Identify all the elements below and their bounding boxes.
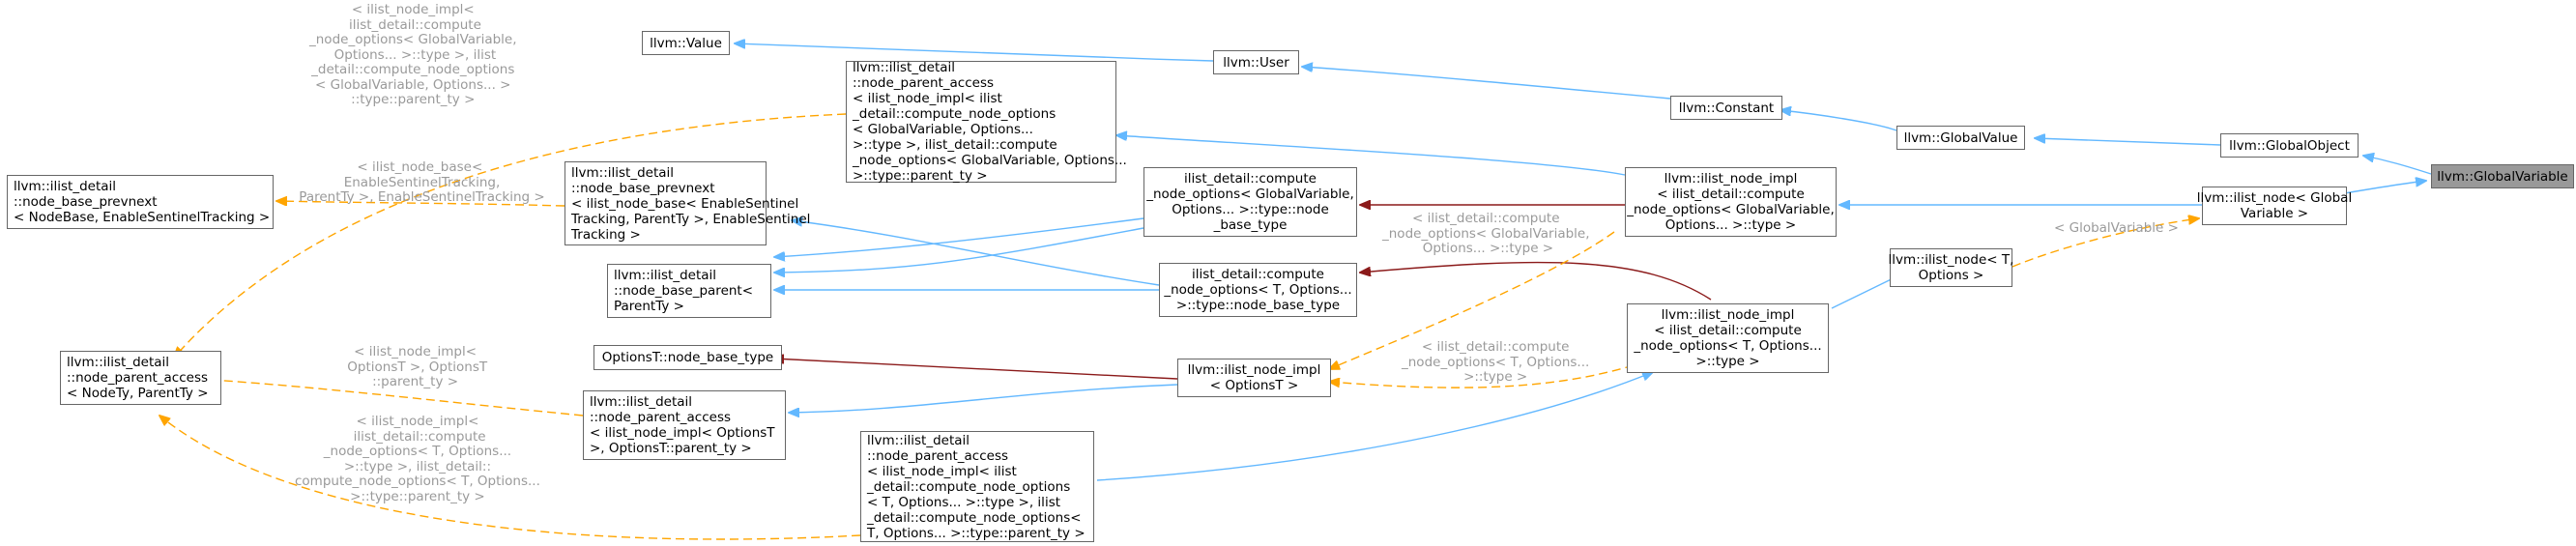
edge-label-prevnext: < ilist_node_base< EnableSentinelTrackin… <box>299 159 545 205</box>
edge-bpngen-bpn <box>276 201 565 207</box>
edge-npaOptT-nodeimplOptT <box>789 384 1178 413</box>
node-node-parent-access-generic[interactable]: llvm::ilist_detail ::node_parent_access … <box>60 351 221 405</box>
edge-npagen-npaOptT <box>196 379 584 417</box>
node-ilist-node-impl-T[interactable]: llvm::ilist_node_impl < ilist_detail::co… <box>1627 303 1829 373</box>
edge-label-parent-access-T: < ilist_node_impl< ilist_detail::compute… <box>295 414 540 504</box>
edge-optTnbt-nodeimplOptT <box>773 359 1178 380</box>
node-llvm-user[interactable]: llvm::User <box>1213 50 1299 74</box>
edge-label-parent-access-optionsT: < ilist_node_impl< OptionsT >, OptionsT … <box>347 344 488 389</box>
node-node-parent-access-globalvariable[interactable]: llvm::ilist_detail ::node_parent_access … <box>846 60 1127 184</box>
edge-globalobject-globalvariable <box>2363 156 2432 175</box>
edge-label-impl-T: < ilist_detail::compute _node_options< T… <box>1402 339 1590 385</box>
node-llvm-constant[interactable]: llvm::Constant <box>1670 96 1782 120</box>
edge-label-globalvariable-template: < GlobalVariable > <box>2054 220 2179 236</box>
edge-constant-globalvalue <box>1780 110 1897 131</box>
node-node-parent-access-optionsT[interactable]: llvm::ilist_detail ::node_parent_access … <box>583 390 786 460</box>
node-node-base-parent[interactable]: llvm::ilist_detail ::node_base_parent< P… <box>607 264 771 318</box>
node-ilist-node-T-options[interactable]: llvm::ilist_node< T, Options > <box>1889 248 2013 287</box>
node-optionsT-node-base-type[interactable]: OptionsT::node_base_type <box>593 345 782 370</box>
node-node-parent-access-T[interactable]: llvm::ilist_detail ::node_parent_access … <box>860 431 1094 542</box>
node-compute-options-T-base-type[interactable]: ilist_detail::compute _node_options< T, … <box>1159 263 1357 317</box>
edge-npagv-nodeimplgv <box>1116 135 1626 176</box>
edge-npagen-npagv <box>174 113 847 358</box>
edge-bpparent-cnogv <box>774 227 1144 273</box>
node-llvm-globalobject[interactable]: llvm::GlobalObject <box>2220 133 2359 158</box>
edge-label-parent-access-gv: < ilist_node_impl< ilist_detail::compute… <box>309 2 517 107</box>
edge-npagen-npaT <box>159 416 861 540</box>
edge-bpn-cnogv <box>774 217 1144 257</box>
node-llvm-value[interactable]: llvm::Value <box>642 31 730 55</box>
node-compute-options-gv-base-type[interactable]: ilist_detail::compute _node_options< Glo… <box>1143 167 1357 237</box>
edge-value-user <box>735 43 1214 62</box>
node-node-base-prevnext-sentinel[interactable]: llvm::ilist_detail ::node_base_prevnext … <box>564 161 810 245</box>
edge-ilistnodeT-ilistnodegv <box>2012 218 2199 268</box>
edge-nodeimplOptT-nodeimplT <box>1329 364 1635 388</box>
node-node-base-prevnext-generic[interactable]: llvm::ilist_detail ::node_base_prevnext … <box>7 175 274 229</box>
edge-user-constant <box>1302 67 1671 100</box>
node-llvm-globalvariable: llvm::GlobalVariable <box>2431 164 2574 188</box>
node-ilist-node-impl-globalvariable[interactable]: llvm::ilist_node_impl < ilist_detail::co… <box>1625 167 1837 237</box>
edge-npaT-nodeimplT <box>1096 372 1653 481</box>
node-ilist-node-impl-optionsT[interactable]: llvm::ilist_node_impl < OptionsT > <box>1177 359 1331 397</box>
node-llvm-globalvalue[interactable]: llvm::GlobalValue <box>1896 126 2025 150</box>
edge-nodeimplT-cnoT <box>1360 261 1712 301</box>
edge-globalvalue-globalobject <box>2035 138 2221 146</box>
node-ilist-node-globalvariable[interactable]: llvm::ilist_node< Global Variable > <box>2197 187 2352 225</box>
edge-bpn-cnoT <box>792 220 1160 286</box>
edge-label-impl-gv: < ilist_detail::compute _node_options< G… <box>1382 211 1590 256</box>
